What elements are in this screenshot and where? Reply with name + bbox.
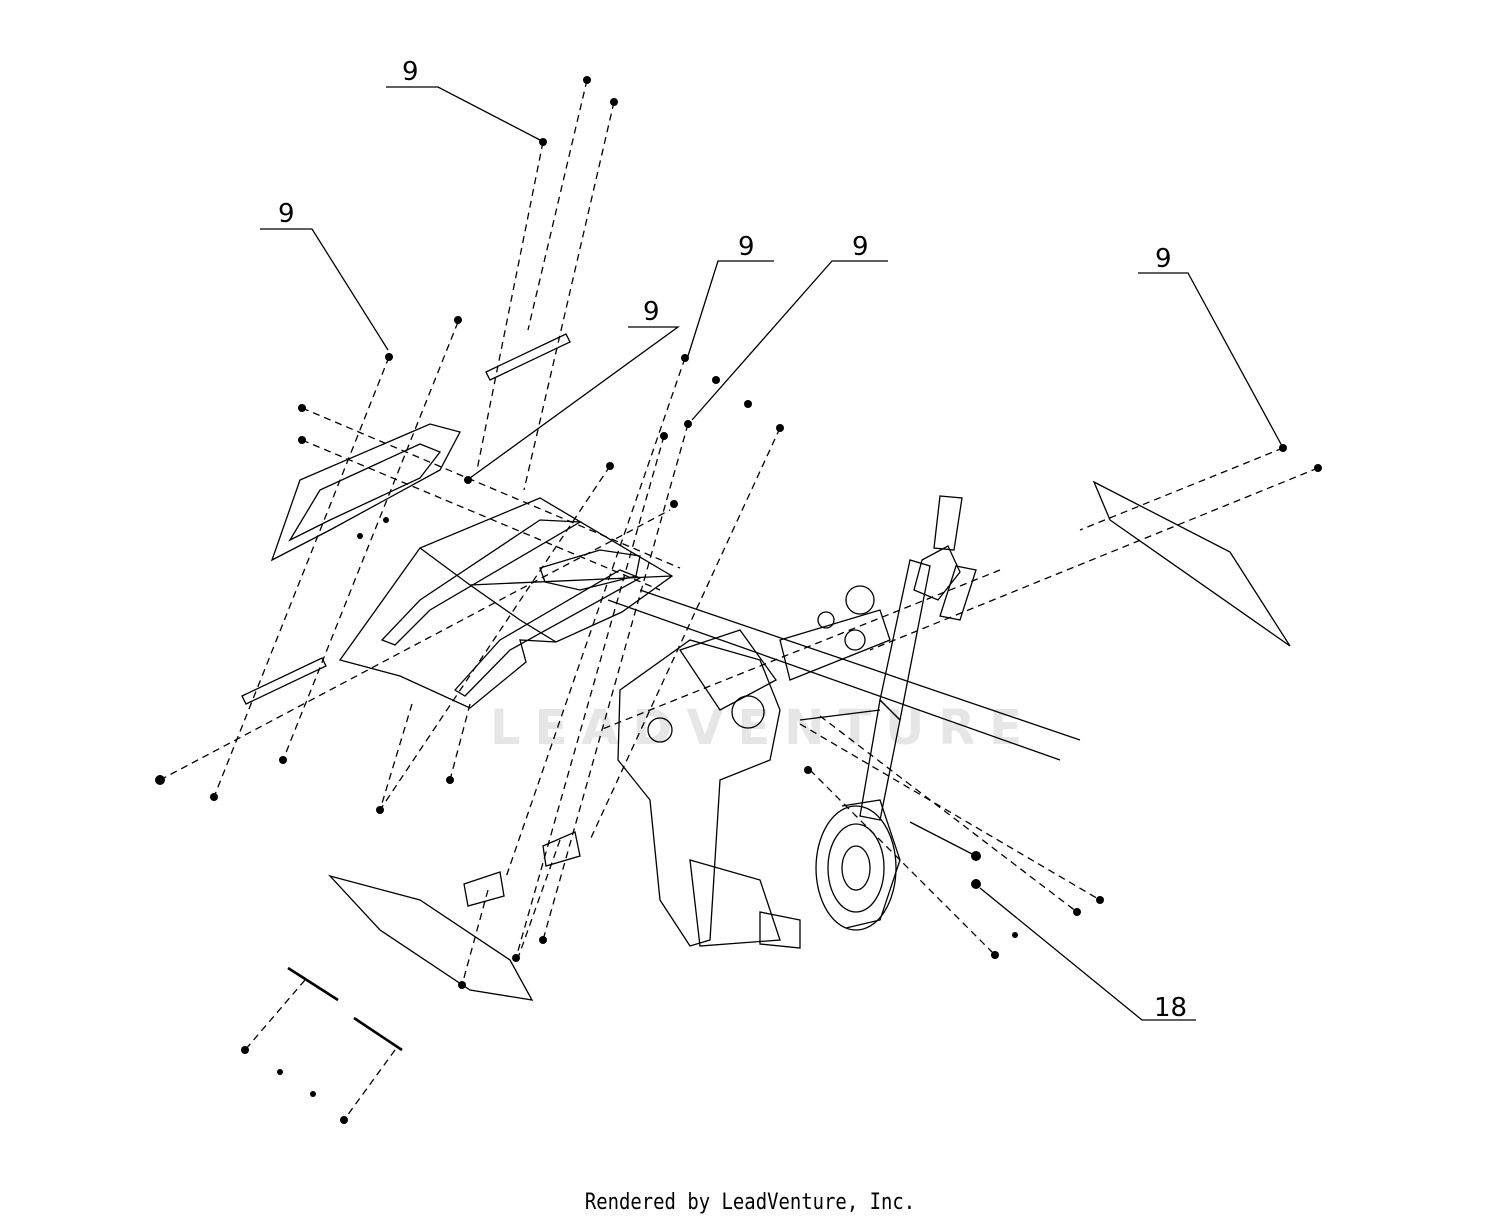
flap-rod-left — [287, 966, 339, 1002]
right-side-shield — [1092, 480, 1291, 647]
depth-bar — [859, 495, 977, 821]
flap-rod-right — [353, 1016, 403, 1052]
watermark: LEADVENTURE — [490, 700, 1036, 756]
assembly-lines — [159, 79, 1319, 1121]
svg-text:9: 9 — [402, 57, 419, 87]
hinge-left — [463, 871, 505, 907]
axle-assembly — [779, 585, 977, 857]
callout-9-right: 9 — [1138, 244, 1283, 447]
callout-9-mid: 9 — [687, 232, 774, 357]
credit-text: Rendered by LeadVenture, Inc. — [584, 1190, 916, 1215]
svg-text:9: 9 — [738, 232, 755, 262]
svg-text:18: 18 — [1154, 993, 1187, 1023]
callout-9-left: 9 — [260, 199, 389, 351]
svg-text:9: 9 — [1155, 244, 1172, 274]
transmission — [617, 629, 801, 949]
hinge-right — [542, 831, 581, 867]
lower-flap — [327, 874, 534, 1001]
callout-9-top: 9 — [386, 57, 541, 141]
svg-text:9: 9 — [278, 199, 295, 229]
hardware — [155, 76, 1322, 1124]
tine-shield — [338, 497, 674, 709]
callout-9-center: 9 — [469, 297, 681, 479]
lower-bracket — [241, 657, 327, 705]
top-bracket — [485, 333, 571, 381]
transport-wheel — [815, 799, 901, 931]
callout-18: 18 — [979, 887, 1196, 1023]
svg-text:9: 9 — [852, 232, 869, 262]
svg-text:9: 9 — [643, 297, 660, 327]
left-deflector — [270, 423, 461, 562]
frame-tube — [607, 589, 1081, 761]
callout-9-mid-right: 9 — [691, 232, 888, 421]
